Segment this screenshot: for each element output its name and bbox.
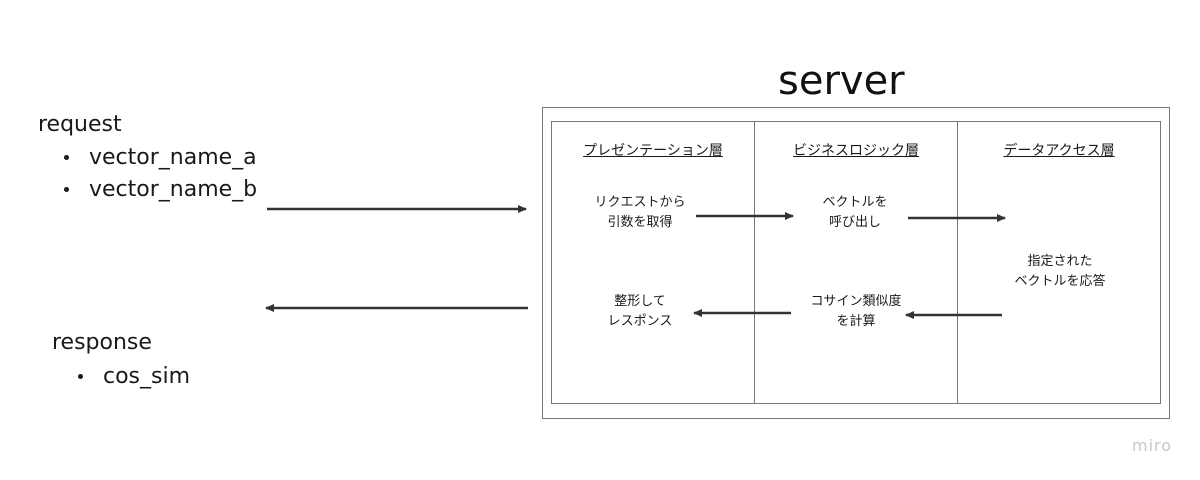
node-line: を計算 [836,314,876,329]
bullet-icon [64,155,69,160]
node-line: コサイン類似度 [810,294,902,309]
request-item: vector_name_a [64,145,257,170]
request-item: vector_name_b [64,177,257,202]
node-get-args: リクエストから 引数を取得 [580,193,700,233]
node-line: 指定された [1027,254,1093,269]
response-label: response [52,330,152,355]
request-item-label: vector_name_a [89,145,257,170]
layer-divider [957,121,958,404]
node-line: ベクトルを応答 [1014,274,1106,289]
server-title: server [778,58,905,104]
layer-title-business-logic: ビジネスロジック層 [793,143,919,159]
node-line: 整形して [614,294,666,309]
miro-watermark: miro [1132,436,1173,455]
node-line: 引数を取得 [607,215,673,230]
layer-title-data-access: データアクセス層 [1003,143,1115,159]
response-item-label: cos_sim [103,364,191,389]
node-call-vectors: ベクトルを 呼び出し [800,193,910,233]
bullet-icon [78,374,83,379]
node-line: ベクトルを [822,195,888,210]
node-respond-vectors: 指定された ベクトルを応答 [1000,252,1120,292]
node-line: 呼び出し [828,215,881,230]
node-line: リクエストから [594,195,686,210]
layer-title-presentation: プレゼンテーション層 [583,143,723,159]
node-line: レスポンス [607,314,673,329]
server-box [542,107,1170,419]
request-label: request [38,112,122,137]
node-calc-cos: コサイン類似度 を計算 [793,292,919,332]
request-item-label: vector_name_b [89,177,258,202]
response-item: cos_sim [78,364,190,389]
node-format-response: 整形して レスポンス [590,292,690,332]
layer-divider [754,121,755,404]
bullet-icon [64,187,69,192]
layers-box [551,121,1161,404]
